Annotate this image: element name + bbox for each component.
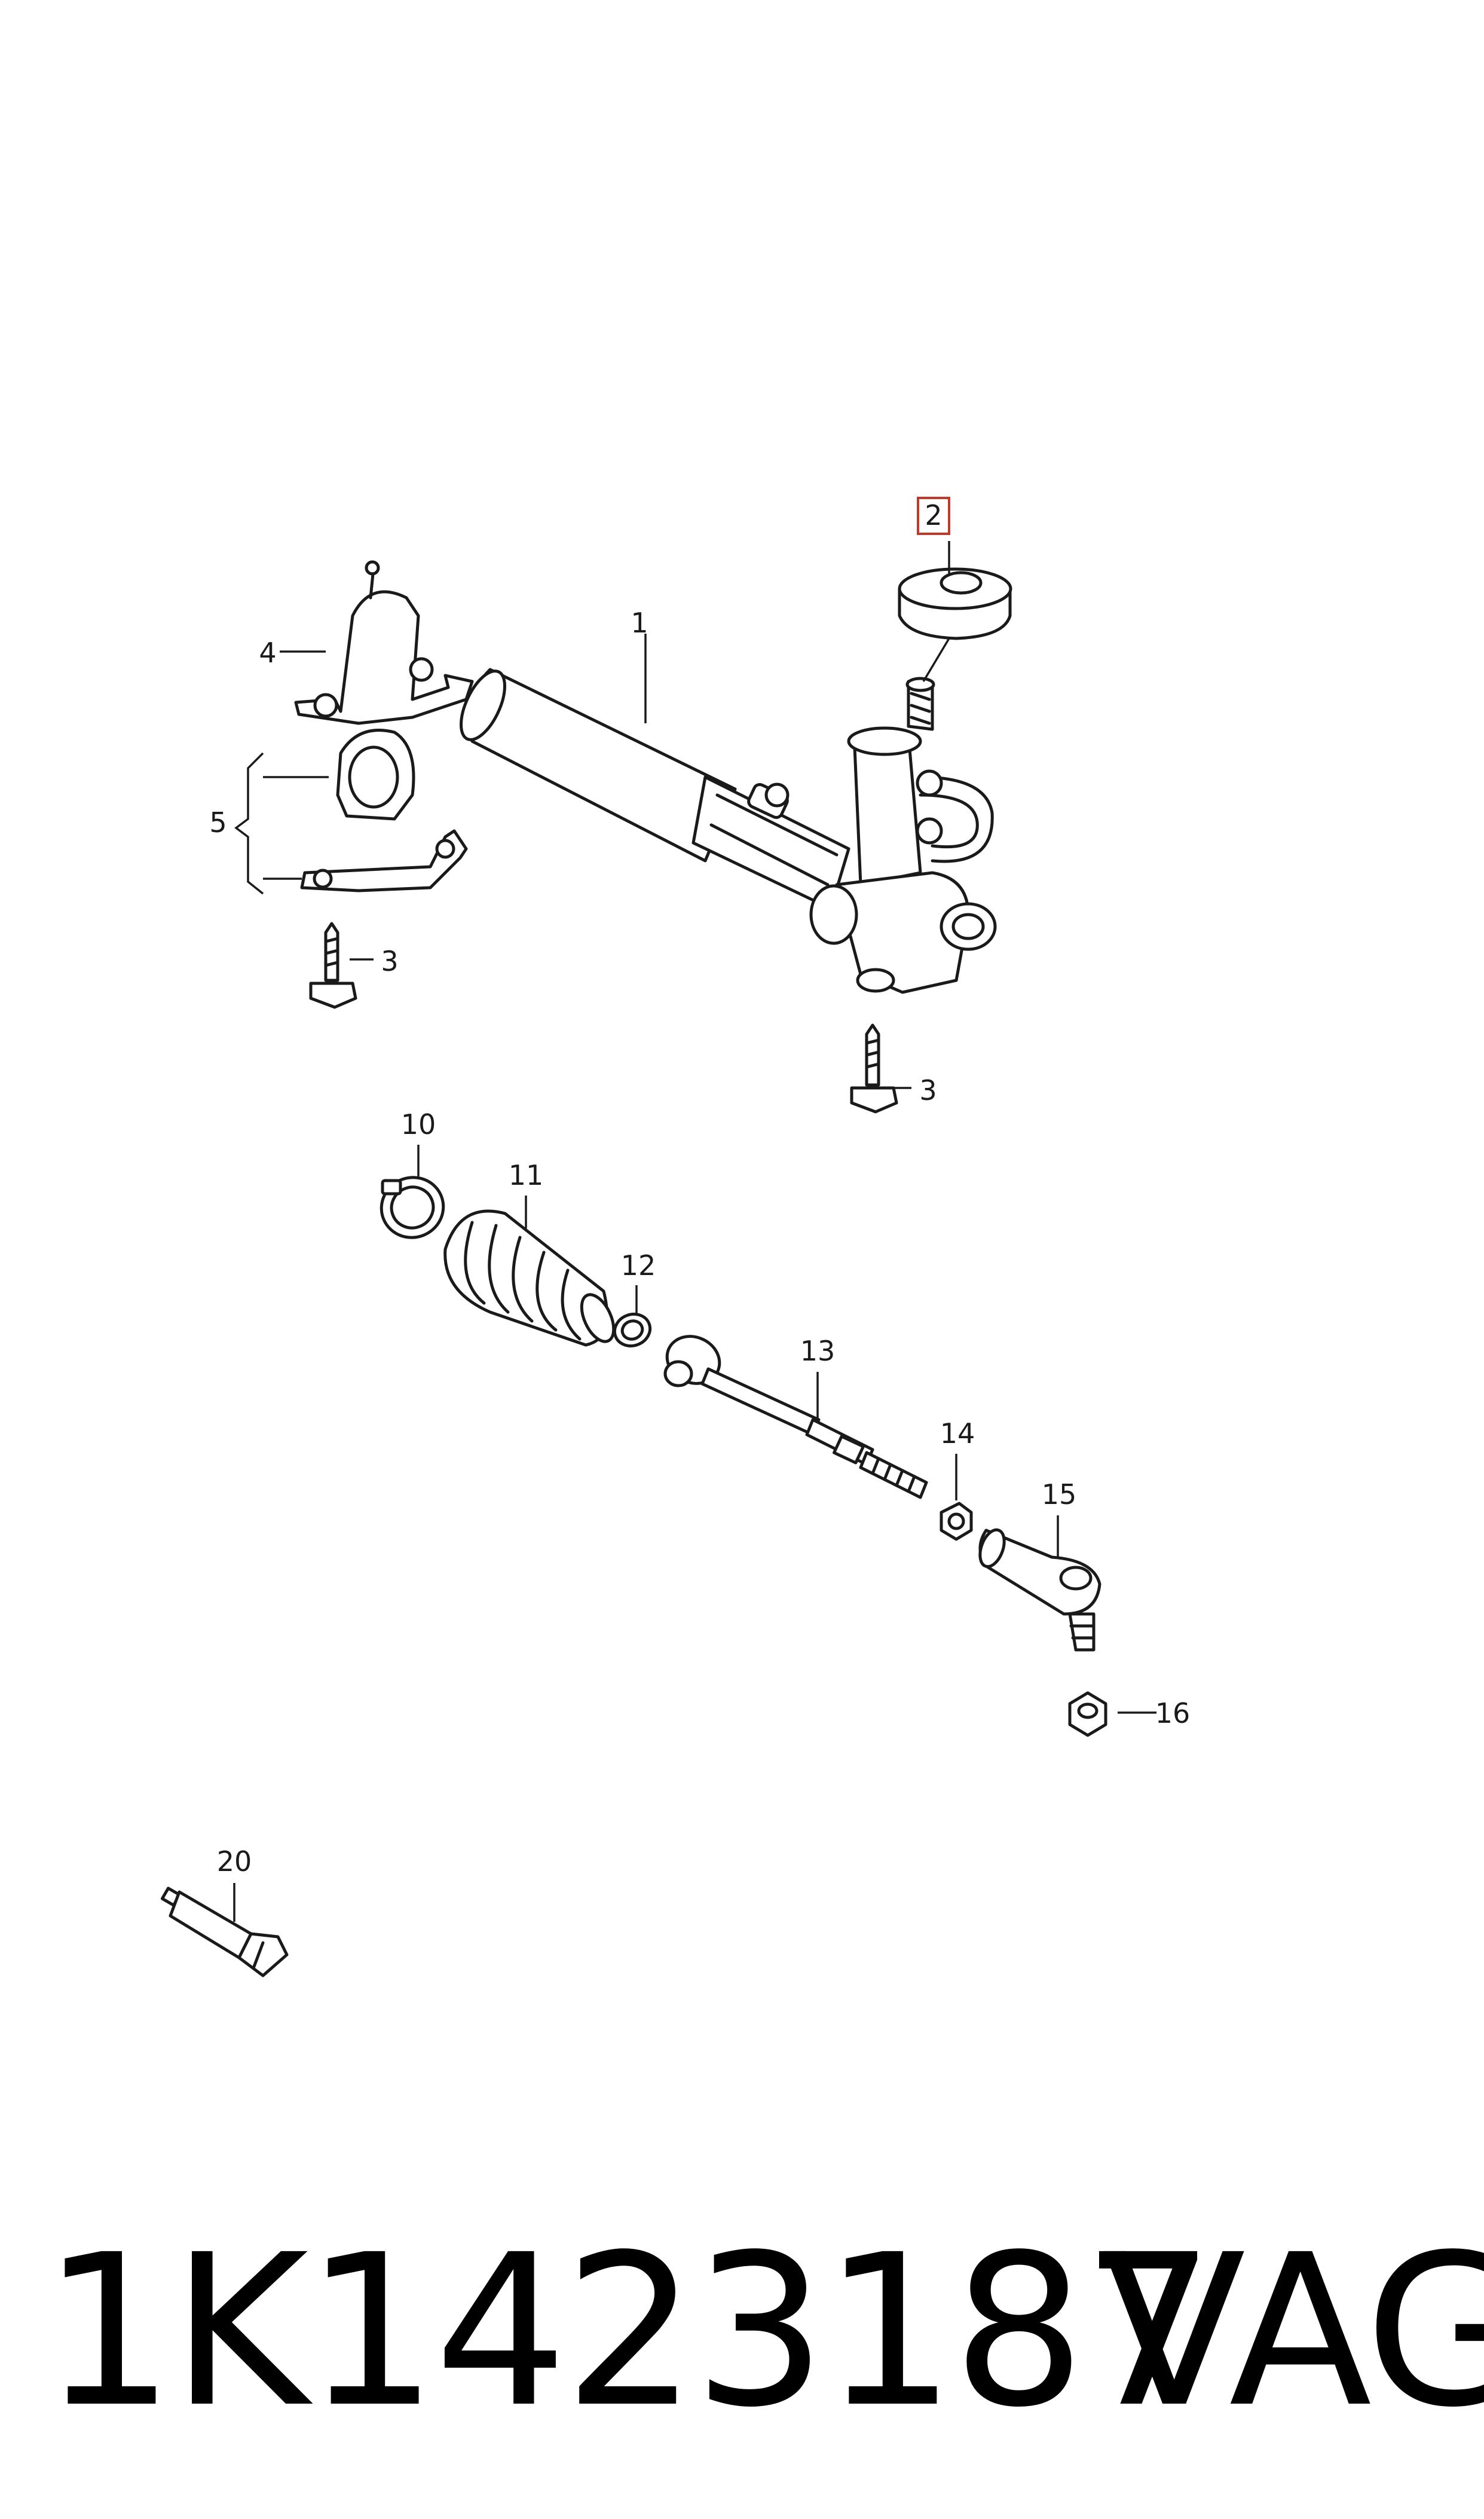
- part-13-tie-rod: [663, 1335, 928, 1499]
- brand-label: VAG: [1103, 2209, 1484, 2453]
- callout-14[interactable]: 14: [940, 1417, 975, 1450]
- callout-2-box[interactable]: [917, 497, 950, 535]
- part-14-nut: [940, 1454, 973, 1541]
- part-1-steering-rack: [460, 634, 997, 994]
- callout-12[interactable]: 12: [621, 1249, 656, 1282]
- part-11-boot: [443, 1196, 616, 1347]
- callout-11[interactable]: 11: [509, 1159, 544, 1191]
- callout-1[interactable]: 1: [631, 607, 648, 639]
- callout-10[interactable]: 10: [401, 1108, 436, 1141]
- callout-4[interactable]: 4: [259, 637, 276, 669]
- part-3-bolt-lower: [850, 1023, 911, 1114]
- callout-16[interactable]: 16: [1155, 1697, 1191, 1729]
- callout-3a[interactable]: 3: [381, 945, 398, 977]
- callout-13[interactable]: 13: [800, 1335, 836, 1367]
- callout-2[interactable]: 2: [925, 499, 942, 531]
- part-5-mount-set: [234, 729, 468, 895]
- callout-5[interactable]: 5: [209, 806, 227, 839]
- part-2-bushing: [898, 541, 1012, 640]
- part-10-clamp: [380, 1145, 445, 1239]
- part-15-tie-rod-end: [978, 1515, 1101, 1652]
- part-4-clamp-bracket: [280, 560, 474, 725]
- part-number-label: 1K1423187: [42, 2209, 1215, 2453]
- part-20-grease-tube: [160, 1883, 289, 1977]
- part-12-small-clamp: [613, 1285, 652, 1347]
- callout-15[interactable]: 15: [1042, 1478, 1077, 1511]
- part-3-bolt-left: [309, 922, 374, 1009]
- part-16-lock-nut: [1068, 1691, 1156, 1737]
- callout-20[interactable]: 20: [217, 1845, 252, 1878]
- callout-3b[interactable]: 3: [919, 1074, 937, 1106]
